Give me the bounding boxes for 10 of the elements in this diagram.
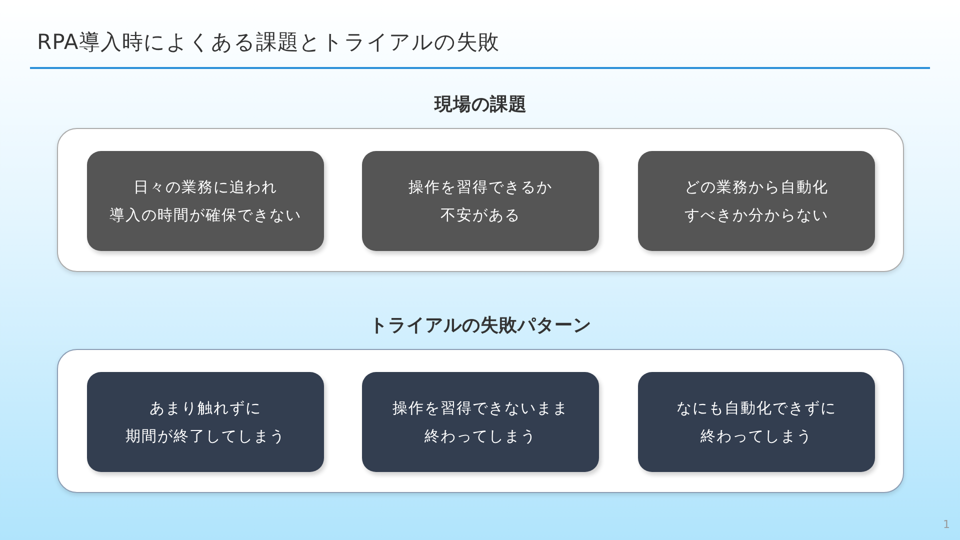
problem-card: なにも自動化できずに終わってしまう <box>638 372 875 472</box>
problem-card: あまり触れずに期間が終了してしまう <box>87 372 324 472</box>
section-heading: トライアルの失敗パターン <box>368 314 592 338</box>
page-number: 1 <box>943 518 950 532</box>
problem-card: 操作を習得できるか不安がある <box>362 151 599 251</box>
problem-card: どの業務から自動化すべきか分からない <box>638 151 875 251</box>
problem-card: 操作を習得できないまま終わってしまう <box>362 372 599 472</box>
problem-card: 日々の業務に追われ導入の時間が確保できない <box>87 151 324 251</box>
slide-title: RPA導入時によくある課題とトライアルの失敗 <box>37 29 500 56</box>
section-heading: 現場の課題 <box>433 93 528 117</box>
